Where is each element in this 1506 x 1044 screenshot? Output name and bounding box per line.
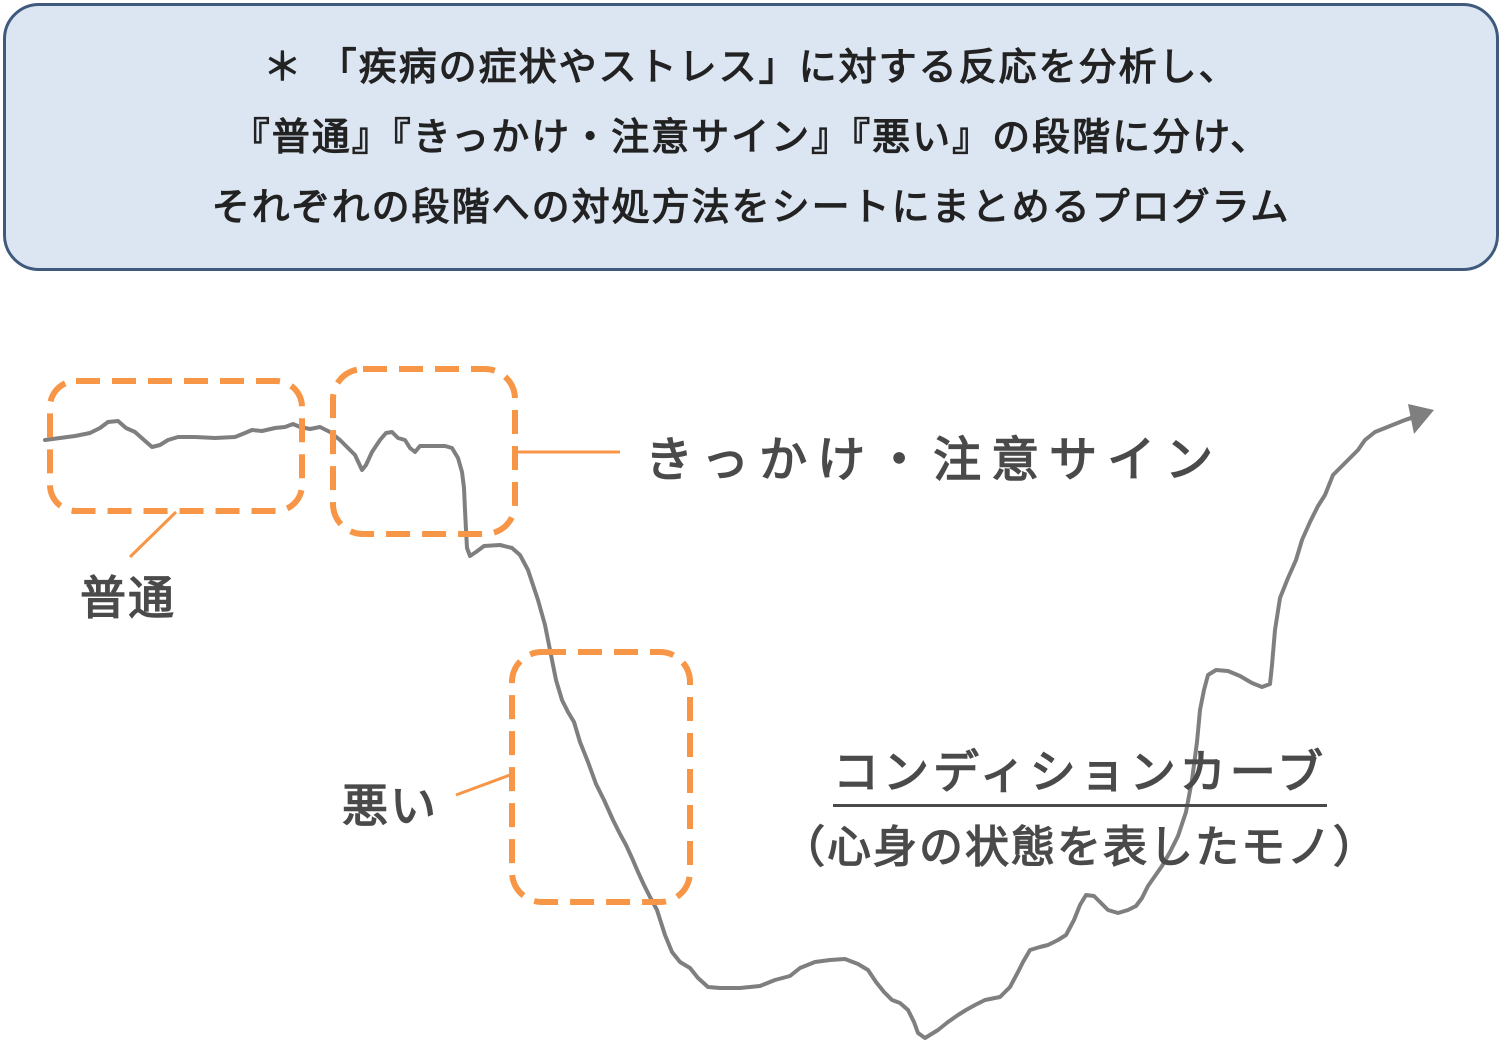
leader-line-bad <box>455 773 511 797</box>
curve-caption: コンディションカーブ （心身の状態を表したモノ） <box>770 736 1390 875</box>
leader-line-normal <box>128 510 178 559</box>
stage-label-normal: 普通 <box>80 571 176 625</box>
condition-curve <box>43 414 1420 1040</box>
stage-label-bad: 悪い <box>342 779 438 833</box>
stage-box-bad <box>509 649 693 905</box>
header-box: ＊ 「疾病の症状やストレス」に対する反応を分析し、 『普通』『きっかけ・注意サイ… <box>3 3 1499 271</box>
curve-title: コンディションカーブ <box>832 736 1328 807</box>
curve-arrow-head <box>1408 404 1434 434</box>
stage-label-trigger: きっかけ・注意サイン <box>645 432 1224 488</box>
header-line-2: 『普通』『きっかけ・注意サイン』『悪い』の段階に分け、 <box>231 115 1271 159</box>
stage-box-trigger <box>330 366 518 537</box>
curve-subtitle: （心身の状態を表したモノ） <box>781 822 1379 873</box>
header-line-1: ＊ 「疾病の症状やストレス」に対する反応を分析し、 <box>263 45 1239 89</box>
stage-box-normal <box>47 378 305 514</box>
header-line-3: それぞれの段階への対処方法をシートにまとめるプログラム <box>211 185 1291 229</box>
